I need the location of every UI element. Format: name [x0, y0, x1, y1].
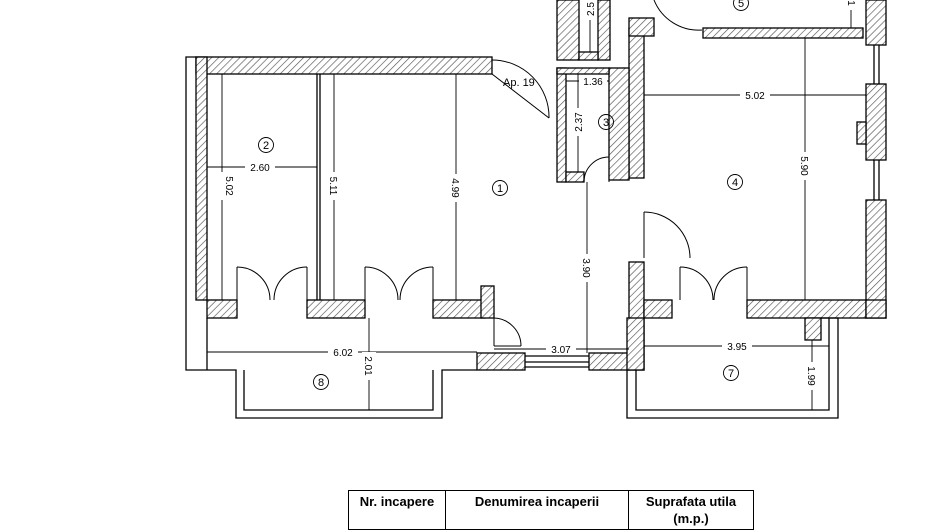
dim-5-02-left: 5.02 [223, 176, 234, 196]
room-2-number: 2 [263, 140, 269, 152]
dim-2-60: 2.60 [250, 163, 270, 174]
dim-3-95: 3.95 [727, 342, 747, 353]
dim-5-90: 5.90 [798, 156, 809, 176]
dim-5-02-top: 5.02 [745, 91, 765, 102]
apartment-label: Ap. 19 [503, 77, 535, 89]
room-3-number: 3 [603, 117, 609, 129]
room-7-number: 7 [728, 368, 734, 380]
dim-6-02: 6.02 [333, 348, 353, 359]
room-8-number: 8 [318, 377, 324, 389]
dim-4-99: 4.99 [449, 178, 460, 198]
dim-3-07: 3.07 [551, 345, 571, 356]
dim-5-11: 5.11 [327, 177, 338, 196]
dim-1-36: 1.36 [583, 77, 603, 88]
dim-2-5: 2.5 [586, 2, 597, 16]
walls [195, 0, 887, 371]
dim-2-37: 2.37 [574, 112, 585, 132]
dimension-labels: 2.60 5.02 5.11 4.99 1.36 2.37 2.5 5.02 5… [215, 0, 857, 390]
dim-3-90: 3.90 [580, 258, 591, 278]
legend-col-useful-area: Suprafata utila (m.p.) [628, 490, 754, 530]
legend-col-room-name: Denumirea incaperii [445, 490, 629, 530]
balcony-outlines [185, 56, 839, 419]
room-1-number: 1 [497, 183, 503, 195]
legend-col-room-number: Nr. incapere [348, 490, 446, 530]
room-legend-table: Nr. incapere Denumirea incaperii Suprafa… [348, 490, 754, 530]
room-5-number: 5 [738, 0, 744, 10]
dim-1-99: 1.99 [805, 366, 816, 386]
room-4-number: 4 [732, 177, 738, 189]
windows-right [525, 45, 880, 368]
doors [236, 0, 748, 347]
room-numbers: 2 1 3 4 5 7 8 [258, 0, 749, 390]
dim-2-01: 2.01 [362, 356, 373, 376]
dim-1: 1 [845, 0, 856, 6]
